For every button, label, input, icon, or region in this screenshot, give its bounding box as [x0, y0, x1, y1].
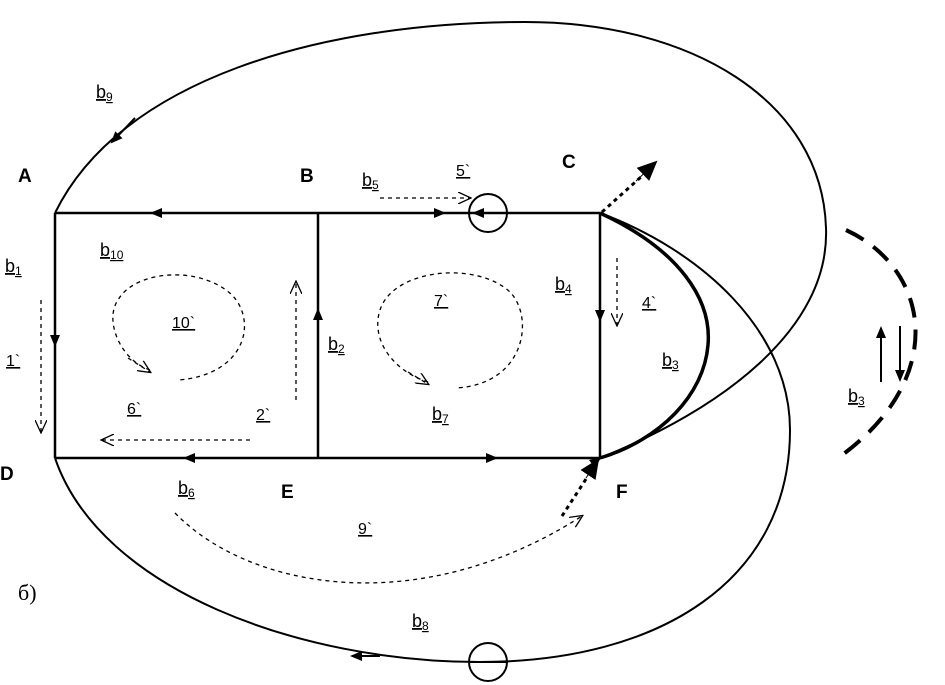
loop-4-label: 4` — [642, 295, 656, 312]
loop-1-label: 1` — [6, 353, 20, 370]
node-e-label: E — [281, 482, 294, 503]
legend-b3-label: b3 — [848, 386, 865, 408]
branch-b7-label: b7 — [432, 404, 449, 426]
loop-10-circle — [112, 274, 246, 381]
branch-b8-label: b8 — [412, 611, 429, 633]
loop-10-label: 10` — [172, 315, 195, 332]
node-d-label: D — [0, 464, 14, 485]
dashed-arrow-f — [560, 475, 590, 517]
branch-b5-label: b5 — [362, 170, 379, 192]
loop-7-label: 7` — [434, 293, 448, 310]
loop-arrow-9 — [174, 512, 582, 584]
node-a-label: A — [18, 166, 32, 187]
legend-b3-arc — [836, 228, 918, 460]
loop-5-label: 5` — [456, 163, 470, 180]
branch-b1-label: b1 — [5, 256, 22, 278]
loop-10-arrowhead — [127, 357, 150, 372]
branch-b9-arrow — [110, 117, 136, 144]
dashed-arrow-c-head — [635, 160, 658, 182]
node-f-label: F — [616, 482, 628, 503]
loop-6-label: 6` — [127, 401, 141, 418]
branch-b6-label: b6 — [178, 478, 195, 500]
loop-2-label: 2` — [256, 407, 270, 424]
node-b-label: B — [300, 166, 314, 187]
loop-7-arrowhead — [407, 371, 428, 384]
loop-9-label: 9` — [358, 521, 372, 538]
node-c-label: C — [562, 152, 576, 173]
branch-b2-label: b2 — [328, 334, 345, 356]
branch-b9-arc — [54, 20, 828, 459]
loop-7-circle — [377, 272, 523, 389]
branch-b4-label: b4 — [555, 274, 572, 296]
branch-b3-arc — [599, 211, 711, 460]
dashed-arrow-f-head — [580, 458, 600, 480]
branch-b8-arc — [54, 212, 792, 664]
dashed-arrow-c — [600, 174, 644, 214]
figure-caption: б) — [18, 580, 37, 605]
branch-b3-label: b3 — [662, 350, 679, 372]
branch-b10-label: b10 — [100, 240, 124, 262]
branch-b9-label: b9 — [96, 82, 113, 104]
branch-b5-source — [468, 193, 508, 233]
